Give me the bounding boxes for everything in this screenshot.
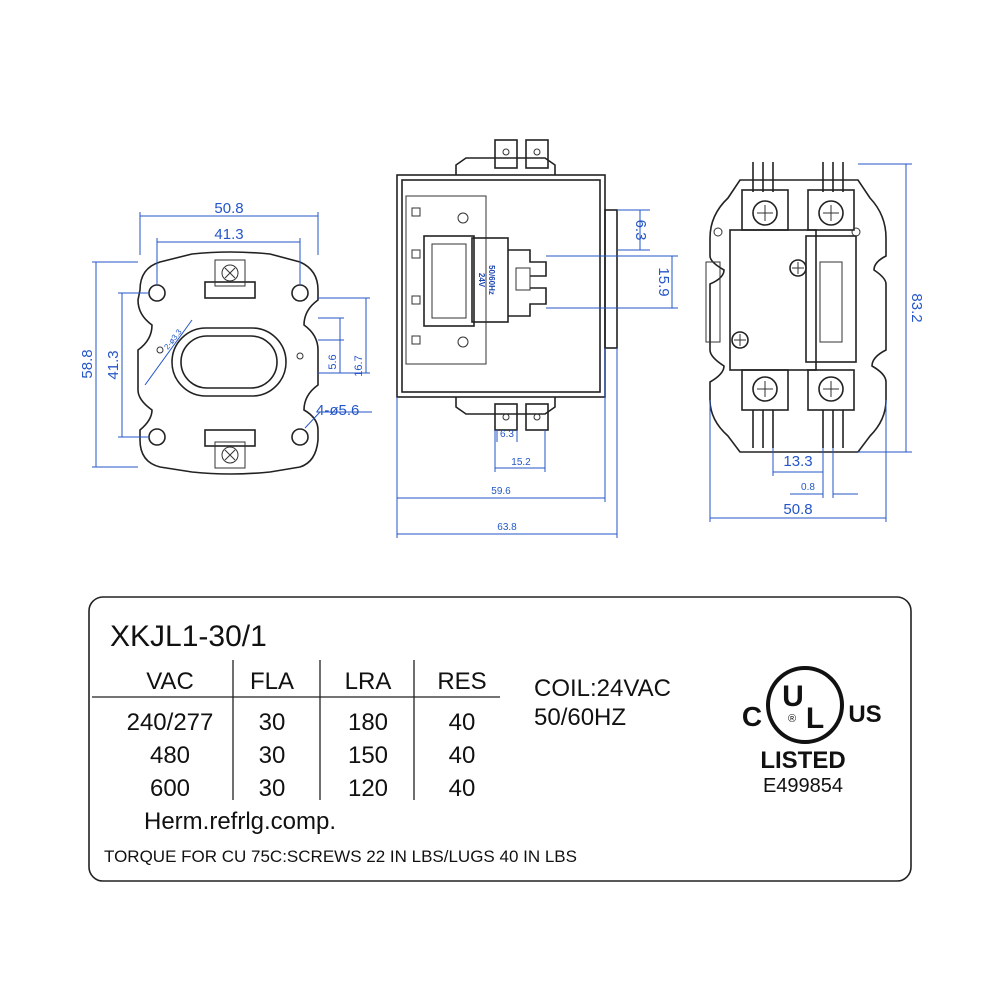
dim-63-8: 63.8 xyxy=(497,522,517,533)
cell-lra-2: 150 xyxy=(348,742,388,769)
cell-vac-3: 600 xyxy=(150,775,190,802)
dim-41-3-left: 41.3 xyxy=(105,350,122,379)
cell-res-1: 40 xyxy=(449,709,476,736)
ul-l-letter: L xyxy=(806,702,824,735)
cell-vac-1: 240/277 xyxy=(127,709,214,736)
ul-listed-mark: C U L ® US LISTED E499854 xyxy=(742,666,882,797)
ul-us-mark: US xyxy=(848,701,881,728)
cell-lra-1: 180 xyxy=(348,709,388,736)
dim-6-3-bottom: 6.3 xyxy=(500,429,514,440)
coil-label-hz: 50/60Hz xyxy=(487,265,496,295)
middle-view: 24V 50/60Hz 6.3 15.9 6.3 15.2 59.6 63.8 xyxy=(396,139,678,538)
cell-fla-3: 30 xyxy=(259,775,286,802)
cell-res-3: 40 xyxy=(449,775,476,802)
header-res: RES xyxy=(437,668,486,695)
spec-label: XKJL1-30/1 VAC FLA LRA RES 240/277 30 18… xyxy=(88,596,912,882)
dim-50-8-top: 50.8 xyxy=(214,200,243,217)
cell-res-2: 40 xyxy=(449,742,476,769)
ul-listed-text: LISTED xyxy=(760,747,845,774)
cell-fla-1: 30 xyxy=(259,709,286,736)
right-view: 83.2 13.3 0.8 50.8 xyxy=(705,162,925,522)
dim-5-6: 5.6 xyxy=(327,354,339,369)
herm-refrig-text: Herm.refrlg.comp. xyxy=(144,808,336,835)
cell-lra-3: 120 xyxy=(348,775,388,802)
dim-15-2: 15.2 xyxy=(511,457,531,468)
header-vac: VAC xyxy=(146,668,194,695)
ul-u-letter: U xyxy=(782,680,804,713)
cell-fla-2: 30 xyxy=(259,742,286,769)
dim-15-9: 15.9 xyxy=(655,267,672,296)
coil-label-24v: 24V xyxy=(477,273,486,288)
dim-83-2: 83.2 xyxy=(908,293,925,322)
left-view: 50.8 41.3 58.8 41.3 2-ø3.3 5.6 16.7 4-ø5… xyxy=(79,200,372,475)
header-lra: LRA xyxy=(345,668,392,695)
header-fla: FLA xyxy=(250,668,294,695)
label-frame xyxy=(88,596,912,882)
dim-6-3-right: 6.3 xyxy=(632,220,649,241)
cell-vac-2: 480 xyxy=(150,742,190,769)
dim-58-8-left: 58.8 xyxy=(79,349,96,378)
dim-16-7: 16.7 xyxy=(353,355,365,376)
coil-voltage: COIL:24VAC xyxy=(534,675,671,702)
dim-41-3-top: 41.3 xyxy=(214,226,243,243)
coil-frequency: 50/60HZ xyxy=(534,704,626,731)
ul-file-number: E499854 xyxy=(763,775,843,797)
dim-59-6: 59.6 xyxy=(491,486,511,497)
ul-registered-mark: ® xyxy=(788,713,796,725)
ul-circle xyxy=(766,666,844,744)
dim-4-holes: 4-ø5.6 xyxy=(316,402,359,419)
dim-13-3: 13.3 xyxy=(783,453,812,470)
model-number: XKJL1-30/1 xyxy=(110,620,267,653)
dim-50-8-bottom: 50.8 xyxy=(783,501,812,518)
ul-c-mark: C xyxy=(742,701,762,732)
torque-text: TORQUE FOR CU 75C:SCREWS 22 IN LBS/LUGS … xyxy=(104,847,577,866)
dim-0-8: 0.8 xyxy=(801,482,815,493)
